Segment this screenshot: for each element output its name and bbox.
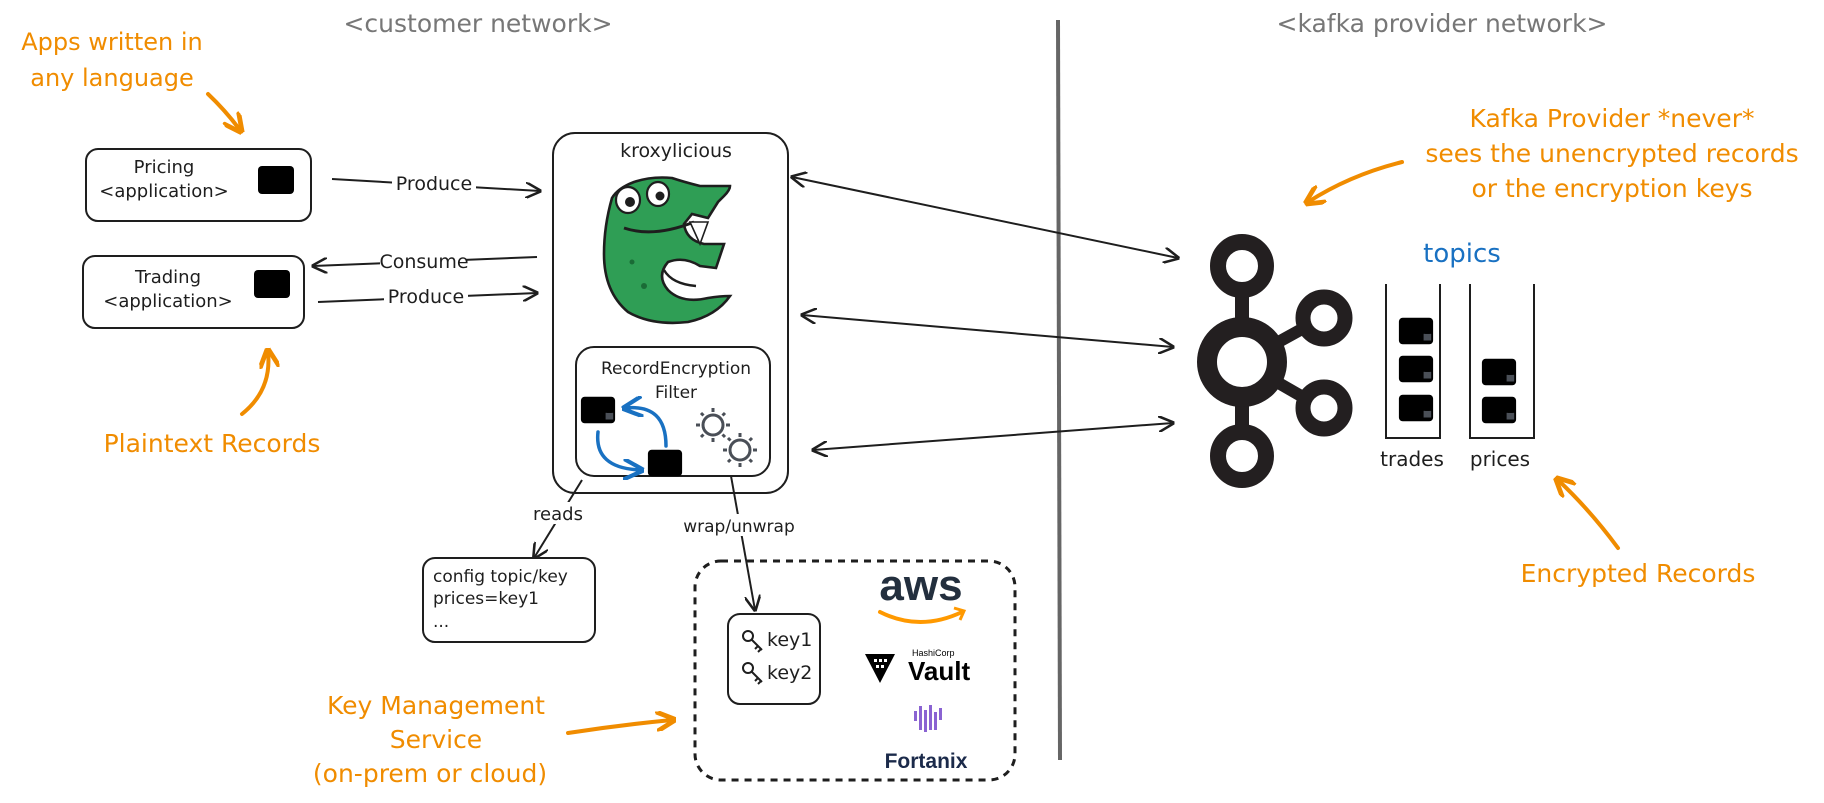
gear-icon — [723, 433, 757, 467]
aws-logo: aws — [878, 561, 967, 624]
filter-title-line1: RecordEncryption — [601, 359, 751, 379]
produce-label-2: Produce — [388, 286, 464, 308]
wrap-unwrap-arrow — [730, 475, 755, 610]
config-line-2: prices=key1 — [433, 589, 539, 609]
kms-annotation-line2: Service — [390, 725, 482, 754]
kafka-connection-arrow-2 — [802, 315, 1173, 347]
proxy-title: kroxylicious — [620, 140, 732, 162]
encrypted-envelope-icon — [1398, 317, 1434, 345]
topics-title: topics — [1423, 239, 1501, 269]
provider-annotation-line3: or the encryption keys — [1471, 174, 1752, 203]
pricing-app-type: <application> — [99, 181, 228, 202]
topic-prices-label: prices — [1470, 447, 1530, 471]
config-line-3: ... — [433, 612, 449, 632]
config-line-1: config topic/key — [433, 567, 568, 587]
trading-app-type: <application> — [103, 291, 232, 312]
reads-label: reads — [533, 504, 583, 525]
key1-label: key1 — [767, 629, 812, 651]
kms-annotation-line1: Key Management — [327, 691, 545, 720]
kroxylicious-crocodile-logo — [602, 176, 733, 325]
plain-envelope-icon — [647, 449, 683, 477]
topic-prices[interactable]: prices — [1469, 284, 1535, 471]
key-management-service[interactable]: key1 key2 aws HashiCorp Vault — [693, 559, 1017, 782]
config-topic-key-box[interactable]: config topic/key prices=key1 ... — [422, 557, 596, 643]
keys-box[interactable]: key1 key2 — [727, 613, 821, 705]
gear-icon — [696, 408, 730, 442]
consume-label: Consume — [379, 251, 468, 273]
trading-application[interactable]: Trading <application> — [82, 255, 305, 329]
pricing-app-name: Pricing — [134, 157, 195, 178]
encrypted-annotation: Encrypted Records — [1521, 559, 1756, 588]
envelope-icon — [258, 166, 294, 194]
kafka-logo — [1197, 234, 1353, 488]
provider-network-title: <kafka provider network> — [1277, 9, 1608, 38]
svg-text:aws: aws — [879, 561, 962, 610]
provider-annotation-line2: sees the unencrypted records — [1425, 139, 1798, 168]
svg-text:Vault: Vault — [908, 656, 970, 686]
provider-annotation-arrow — [1308, 160, 1404, 202]
key-icon — [742, 662, 763, 685]
decrypt-flow-arrow — [626, 408, 668, 448]
encrypted-envelope-icon — [580, 396, 616, 424]
svg-text:Fortanix: Fortanix — [885, 750, 968, 773]
encrypted-envelope-icon — [1398, 355, 1434, 383]
kms-annotation-line3: (on-prem or cloud) — [313, 759, 547, 788]
kafka-connection-arrow-3 — [813, 423, 1173, 450]
fortanix-logo: Fortanix — [885, 705, 968, 773]
kroxylicious-proxy[interactable]: kroxylicious RecordEncryption Filter — [552, 132, 789, 494]
kms-annotation-arrow — [566, 720, 672, 735]
encrypted-envelope-icon — [1481, 358, 1517, 386]
pricing-application[interactable]: Pricing <application> — [85, 148, 312, 222]
plaintext-annotation: Plaintext Records — [104, 429, 321, 458]
plaintext-annotation-arrow — [240, 352, 268, 416]
svg-text:HashiCorp: HashiCorp — [912, 648, 955, 658]
provider-annotation-line1: Kafka Provider *never* — [1470, 104, 1755, 133]
apps-annotation-arrow — [206, 92, 240, 130]
customer-network-title: <customer network> — [343, 9, 612, 38]
apps-annotation-line1: Apps written in — [21, 28, 203, 56]
hashicorp-vault-logo: HashiCorp Vault — [865, 648, 970, 686]
trading-app-name: Trading — [134, 267, 201, 288]
encrypted-annotation-arrow — [1558, 480, 1620, 550]
apps-annotation-line2: any language — [30, 64, 194, 92]
topic-trades-label: trades — [1380, 447, 1444, 471]
envelope-icon — [254, 270, 290, 298]
kafka-connection-arrow-1 — [792, 177, 1178, 258]
key2-label: key2 — [767, 662, 812, 684]
filter-title-line2: Filter — [655, 383, 697, 403]
encrypt-flow-arrow — [595, 430, 640, 470]
key-icon — [742, 630, 763, 653]
encrypted-envelope-icon — [1481, 396, 1517, 424]
produce-label-1: Produce — [396, 173, 472, 195]
network-divider — [1056, 19, 1062, 761]
record-encryption-filter[interactable]: RecordEncryption Filter — [575, 346, 771, 477]
encrypted-envelope-icon — [1398, 394, 1434, 422]
wrap-unwrap-label: wrap/unwrap — [683, 517, 794, 537]
topic-trades[interactable]: trades — [1380, 284, 1444, 471]
